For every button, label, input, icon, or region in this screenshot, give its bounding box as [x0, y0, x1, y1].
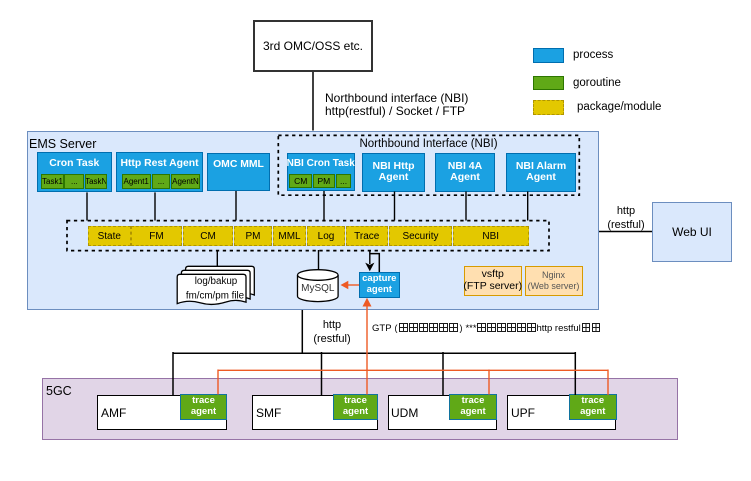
svg-text:log/bakup: log/bakup: [195, 276, 238, 287]
svg-text:fm/cm/pm file: fm/cm/pm file: [186, 291, 245, 302]
svg-text:MySQL: MySQL: [301, 283, 335, 294]
